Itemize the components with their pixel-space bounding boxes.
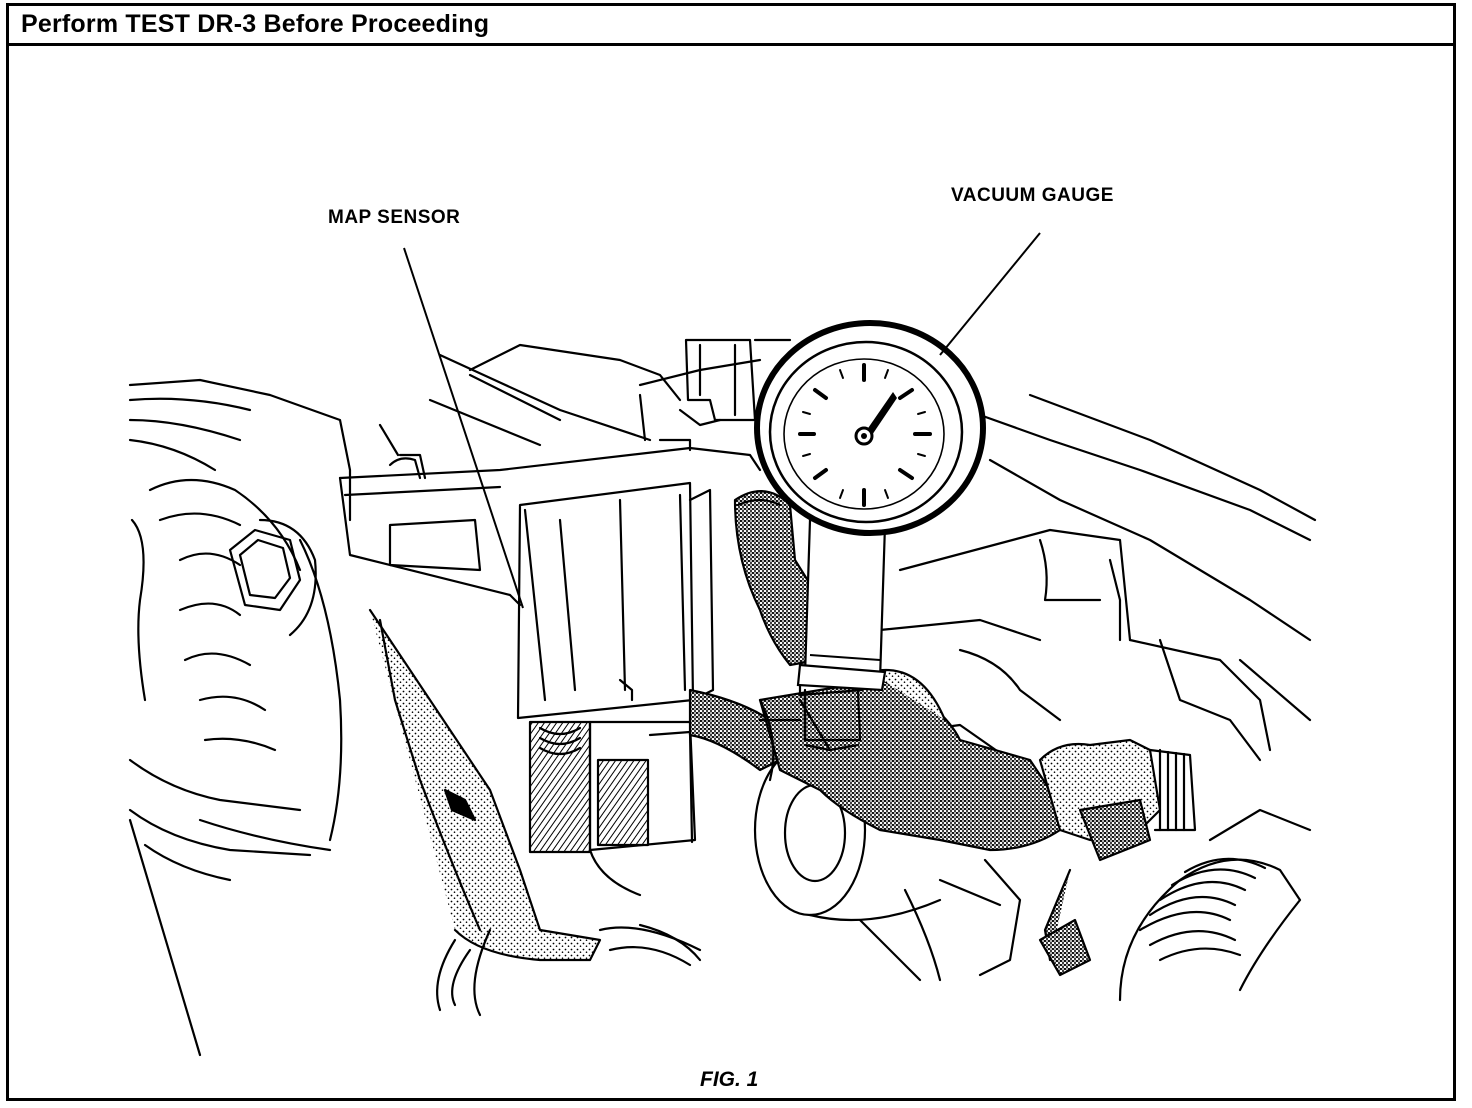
alternator — [128, 378, 352, 1057]
coolant-pipe — [368, 608, 602, 1017]
page-title: Perform TEST DR-3 Before Proceeding — [21, 10, 490, 38]
hex-bolt — [228, 518, 317, 637]
threaded-fitting — [1038, 738, 1197, 862]
figure-caption: FIG. 1 — [700, 1068, 759, 1091]
vacuum-gauge — [754, 320, 986, 692]
mounting-bracket — [338, 423, 762, 607]
figure-frame: Perform TEST DR-3 Before Proceeding — [6, 3, 1456, 1101]
vacuum-gauge-label: VACUUM GAUGE — [951, 185, 1114, 206]
gauge-clamp — [638, 338, 757, 452]
vacuum-hose — [688, 490, 822, 772]
map-sensor-leader — [403, 247, 524, 609]
header-bar: Perform TEST DR-3 Before Proceeding — [9, 6, 1453, 46]
map-sensor — [516, 481, 715, 897]
hose-to-fitting — [758, 668, 1062, 852]
map-sensor-label: MAP SENSOR — [328, 207, 461, 228]
vacuum-gauge-leader — [939, 232, 1041, 356]
corrugated-hose — [938, 857, 1302, 1002]
